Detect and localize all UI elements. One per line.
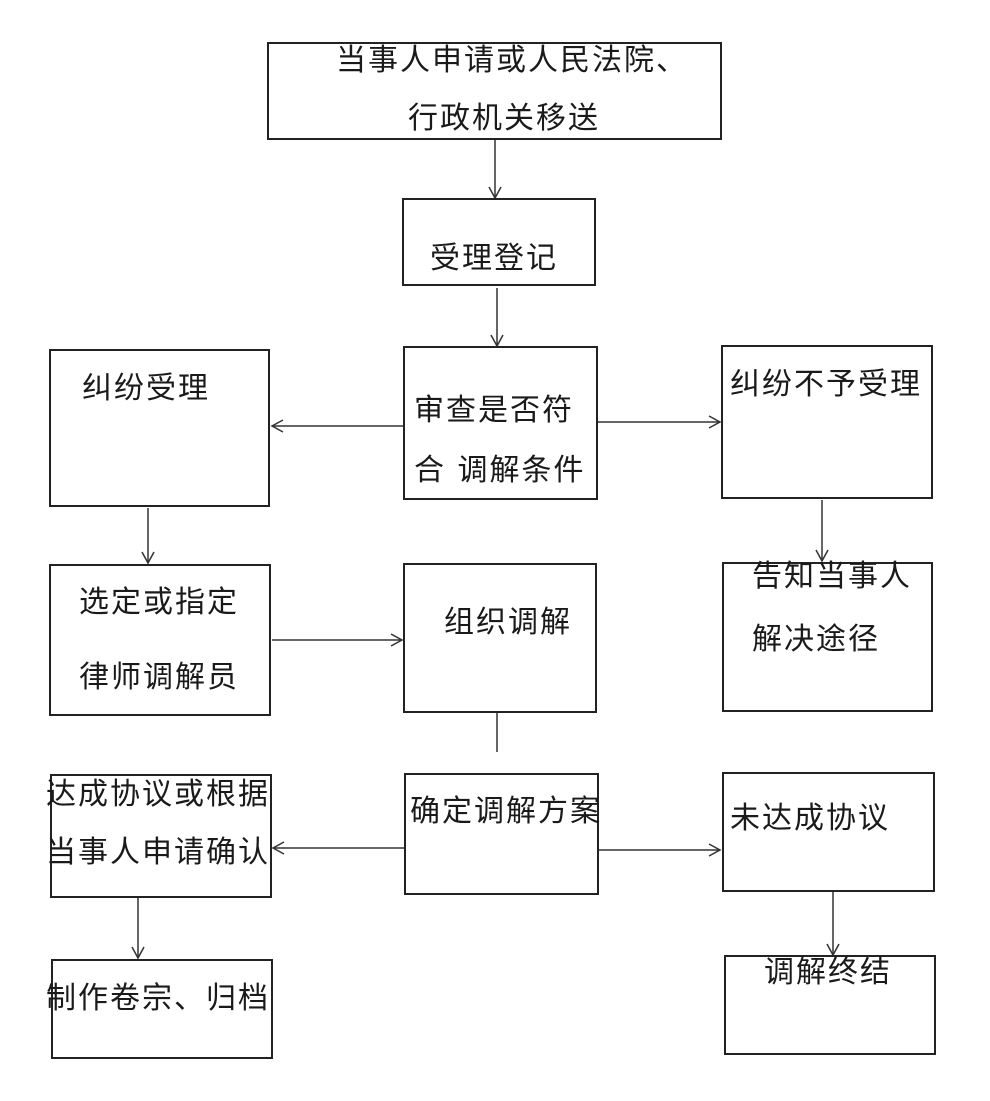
node-archive — [51, 959, 273, 1059]
node-plan — [404, 773, 599, 895]
node-start-line1: 当事人申请或人民法院、 — [336, 43, 688, 78]
node-inform-line1: 告知当事人 — [752, 559, 912, 594]
node-reject-label: 纠纷不予受理 — [730, 367, 922, 402]
node-terminate — [724, 955, 936, 1055]
node-select-line1: 选定或指定 — [79, 585, 239, 620]
node-terminate-label: 调解终结 — [764, 955, 892, 990]
node-agree-line1: 达成协议或根据 — [46, 777, 270, 812]
node-review-line2: 合 调解条件 — [414, 453, 586, 488]
node-register-label: 受理登记 — [430, 241, 558, 276]
node-start — [267, 42, 722, 140]
node-organize — [403, 563, 597, 713]
node-review — [403, 346, 598, 500]
node-accept — [49, 349, 270, 507]
node-start-line2: 行政机关移送 — [408, 101, 600, 136]
node-select — [49, 564, 271, 716]
node-plan-label: 确定调解方案 — [410, 794, 602, 829]
node-select-line2: 律师调解员 — [79, 660, 239, 695]
node-organize-label: 组织调解 — [444, 605, 572, 640]
node-register — [402, 198, 596, 286]
node-review-line1: 审查是否符 — [414, 393, 574, 428]
node-inform — [722, 562, 933, 712]
node-archive-label: 制作卷宗、归档 — [46, 981, 270, 1016]
node-disagree-label: 未达成协议 — [730, 801, 890, 836]
node-disagree — [722, 772, 935, 892]
node-inform-line2: 解决途径 — [752, 622, 880, 657]
node-agree — [50, 774, 272, 898]
node-accept-label: 纠纷受理 — [82, 371, 210, 406]
node-reject — [721, 345, 933, 499]
node-agree-line2: 当事人申请确认 — [46, 835, 270, 870]
